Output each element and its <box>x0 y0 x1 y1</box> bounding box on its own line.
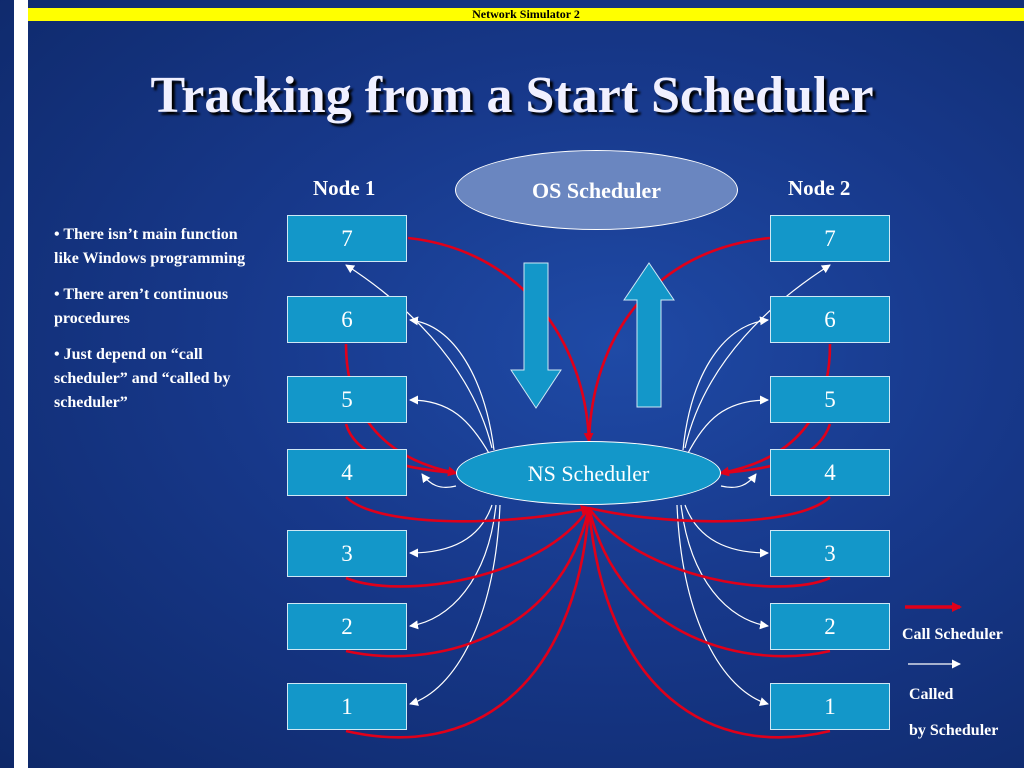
node1-box-2: 2 <box>287 603 407 650</box>
legend-call-label: Call Scheduler <box>902 626 1003 643</box>
call-arrow-node1-2 <box>345 507 591 658</box>
call-arrow-node1-3 <box>345 507 591 588</box>
node2-box-7: 7 <box>770 215 890 262</box>
down-block-arrow <box>510 262 562 409</box>
call-arrow-node2-2 <box>587 507 831 658</box>
legend-called-label-1: Called <box>909 686 954 703</box>
up-block-arrow <box>623 262 675 408</box>
called-arrow-node2-2 <box>680 504 769 630</box>
node2-box-6: 6 <box>770 296 890 343</box>
legend-called-label-2: by Scheduler <box>909 722 999 739</box>
bullet-item: • There aren’t continuous procedures <box>54 286 229 327</box>
ns-scheduler: NS Scheduler <box>456 441 721 505</box>
call-arrow-node2-1 <box>587 507 831 739</box>
node2-box-1: 1 <box>770 683 890 730</box>
called-arrow-node1-5 <box>409 395 491 456</box>
called-arrow-node1-3 <box>409 504 493 558</box>
called-arrow-node1-2 <box>409 504 497 630</box>
os-scheduler: OS Scheduler <box>455 150 738 230</box>
node1-box-1: 1 <box>287 683 407 730</box>
call-arrow-node1-6 <box>344 343 458 477</box>
called-arrow-node2-5 <box>686 395 769 456</box>
called-arrow-node1-6 <box>409 316 495 451</box>
left-accent-bar <box>14 0 28 768</box>
node1-box-5: 5 <box>287 376 407 423</box>
header-banner: Network Simulator 2 <box>28 8 1024 21</box>
call-arrow-node1-1 <box>345 507 591 739</box>
call-arrow-node2-4 <box>588 496 831 523</box>
call-arrow-node2-7 <box>587 236 771 442</box>
node2-box-2: 2 <box>770 603 890 650</box>
call-arrow-node1-4 <box>345 496 591 523</box>
node2-box-5: 5 <box>770 376 890 423</box>
node1-box-6: 6 <box>287 296 407 343</box>
called-arrow-node2-4 <box>720 473 757 488</box>
called-arrow-node1-4 <box>421 473 457 488</box>
called-arrow-node2-3 <box>684 504 769 558</box>
node1-label: Node 1 <box>313 176 376 200</box>
call-arrow-node2-3 <box>587 507 831 588</box>
bullet-list: • There isn’t main function like Windows… <box>54 223 264 427</box>
node2-box-3: 3 <box>770 530 890 577</box>
slide-title: Tracking from a Start Scheduler <box>150 67 874 124</box>
node2-box-4: 4 <box>770 449 890 496</box>
node1-box-3: 3 <box>287 530 407 577</box>
called-arrow-node2-6 <box>682 316 769 451</box>
node1-box-7: 7 <box>287 215 407 262</box>
bullet-item: • There isn’t main function like Windows… <box>54 226 246 267</box>
called-arrow-node2-7 <box>684 264 831 449</box>
node2-label: Node 2 <box>788 176 851 200</box>
node1-box-4: 4 <box>287 449 407 496</box>
call-arrow-node2-6 <box>719 343 832 477</box>
bullet-item: • Just depend on “call scheduler” and “c… <box>54 346 231 411</box>
called-arrow-node1-7 <box>345 264 493 449</box>
